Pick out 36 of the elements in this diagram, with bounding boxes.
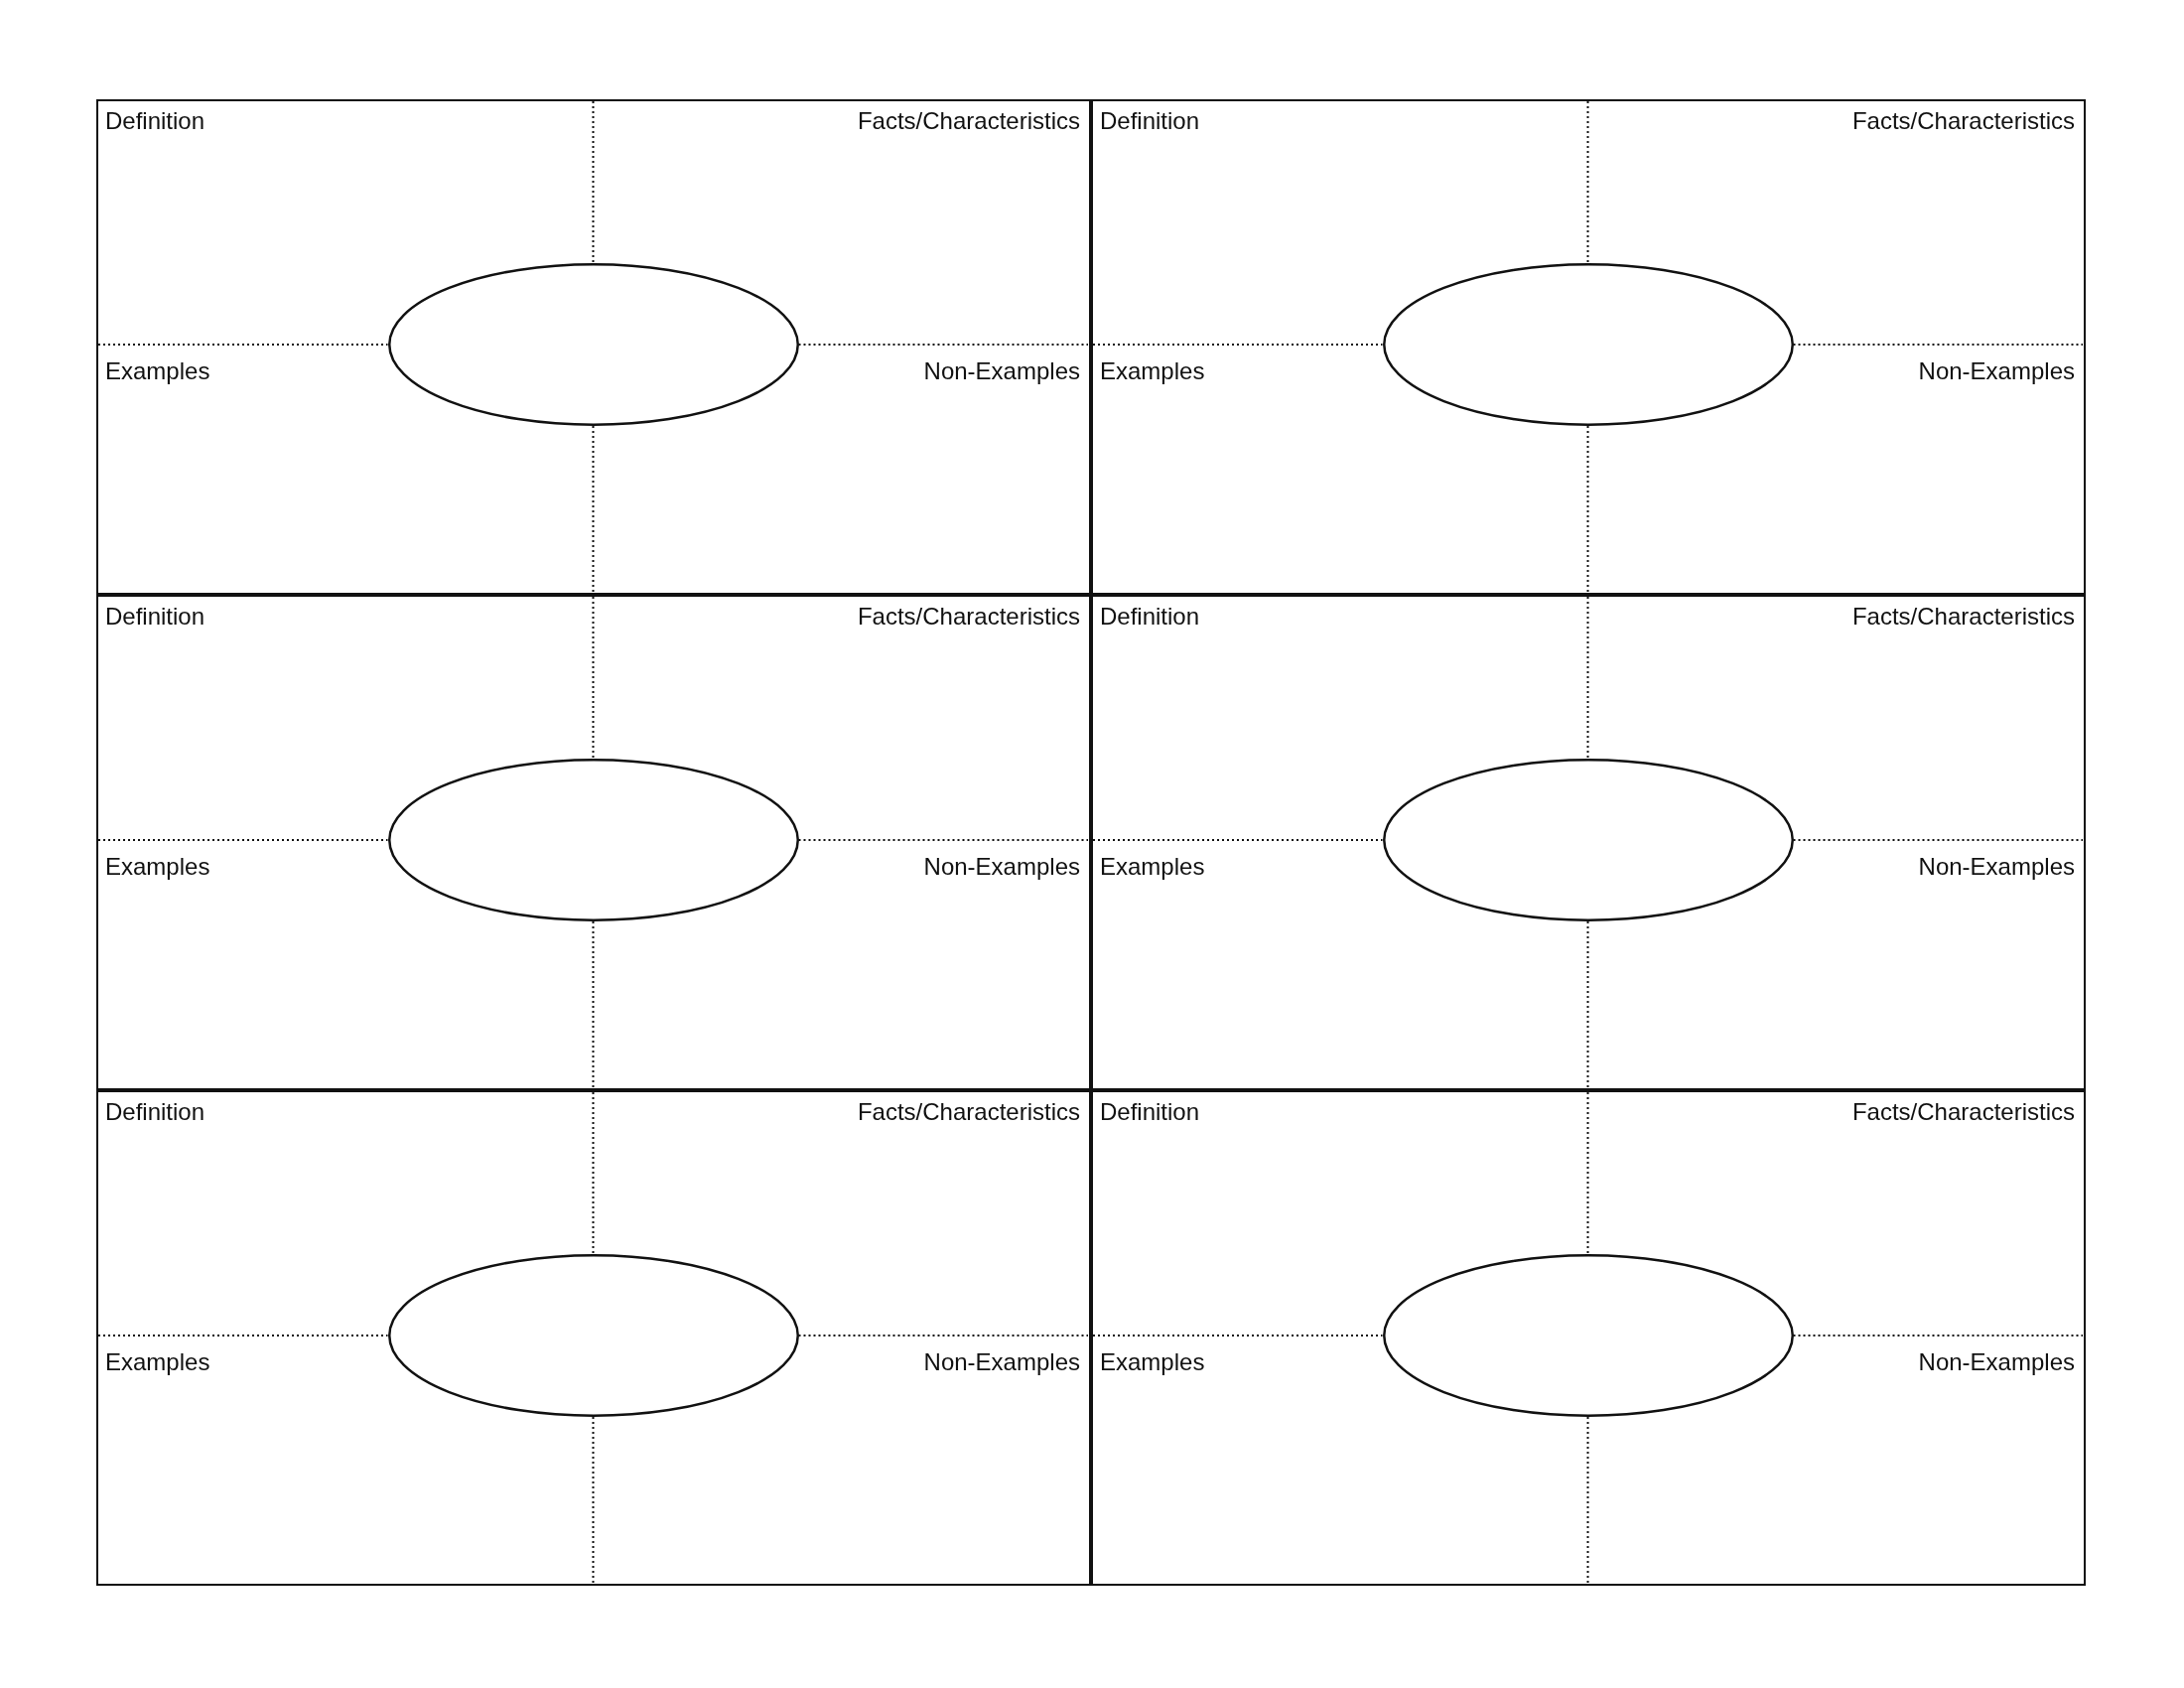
quadrant-label: Definition xyxy=(1100,603,1200,631)
quadrant-label: Examples xyxy=(1100,357,1205,385)
quadrant-label: Examples xyxy=(105,357,210,385)
quadrant-label: Non-Examples xyxy=(923,1348,1080,1376)
quadrant-label: Examples xyxy=(1100,853,1205,881)
quadrant-label: Definition xyxy=(105,603,205,631)
quadrant-label: Non-Examples xyxy=(923,357,1080,385)
quadrant-label: Non-Examples xyxy=(1918,1348,2075,1376)
quadrant-label: Non-Examples xyxy=(1918,357,2075,385)
frayer-card xyxy=(96,99,1091,595)
quadrant-label: Facts/Characteristics xyxy=(1851,107,2075,135)
term-oval xyxy=(1382,759,1794,921)
term-oval xyxy=(1382,1254,1794,1417)
frayer-card xyxy=(1091,99,2086,595)
quadrant-label: Non-Examples xyxy=(923,853,1080,881)
term-oval xyxy=(1382,263,1794,426)
frayer-card xyxy=(1091,1090,2086,1586)
term-oval xyxy=(387,759,799,921)
quadrant-label: Definition xyxy=(1100,1098,1200,1126)
quadrant-label: Facts/Characteristics xyxy=(1851,1098,2075,1126)
term-oval xyxy=(387,1254,799,1417)
quadrant-label: Facts/Characteristics xyxy=(857,603,1080,631)
quadrant-label: Non-Examples xyxy=(1918,853,2075,881)
frayer-card xyxy=(96,595,1091,1090)
quadrant-label: Facts/Characteristics xyxy=(857,1098,1080,1126)
frayer-card xyxy=(96,1090,1091,1586)
quadrant-label: Examples xyxy=(105,1348,210,1376)
quadrant-label: Examples xyxy=(105,853,210,881)
quadrant-label: Facts/Characteristics xyxy=(857,107,1080,135)
frayer-card xyxy=(1091,595,2086,1090)
quadrant-label: Definition xyxy=(105,107,205,135)
quadrant-label: Examples xyxy=(1100,1348,1205,1376)
quadrant-label: Definition xyxy=(105,1098,205,1126)
quadrant-label: Facts/Characteristics xyxy=(1851,603,2075,631)
term-oval xyxy=(387,263,799,426)
quadrant-label: Definition xyxy=(1100,107,1200,135)
